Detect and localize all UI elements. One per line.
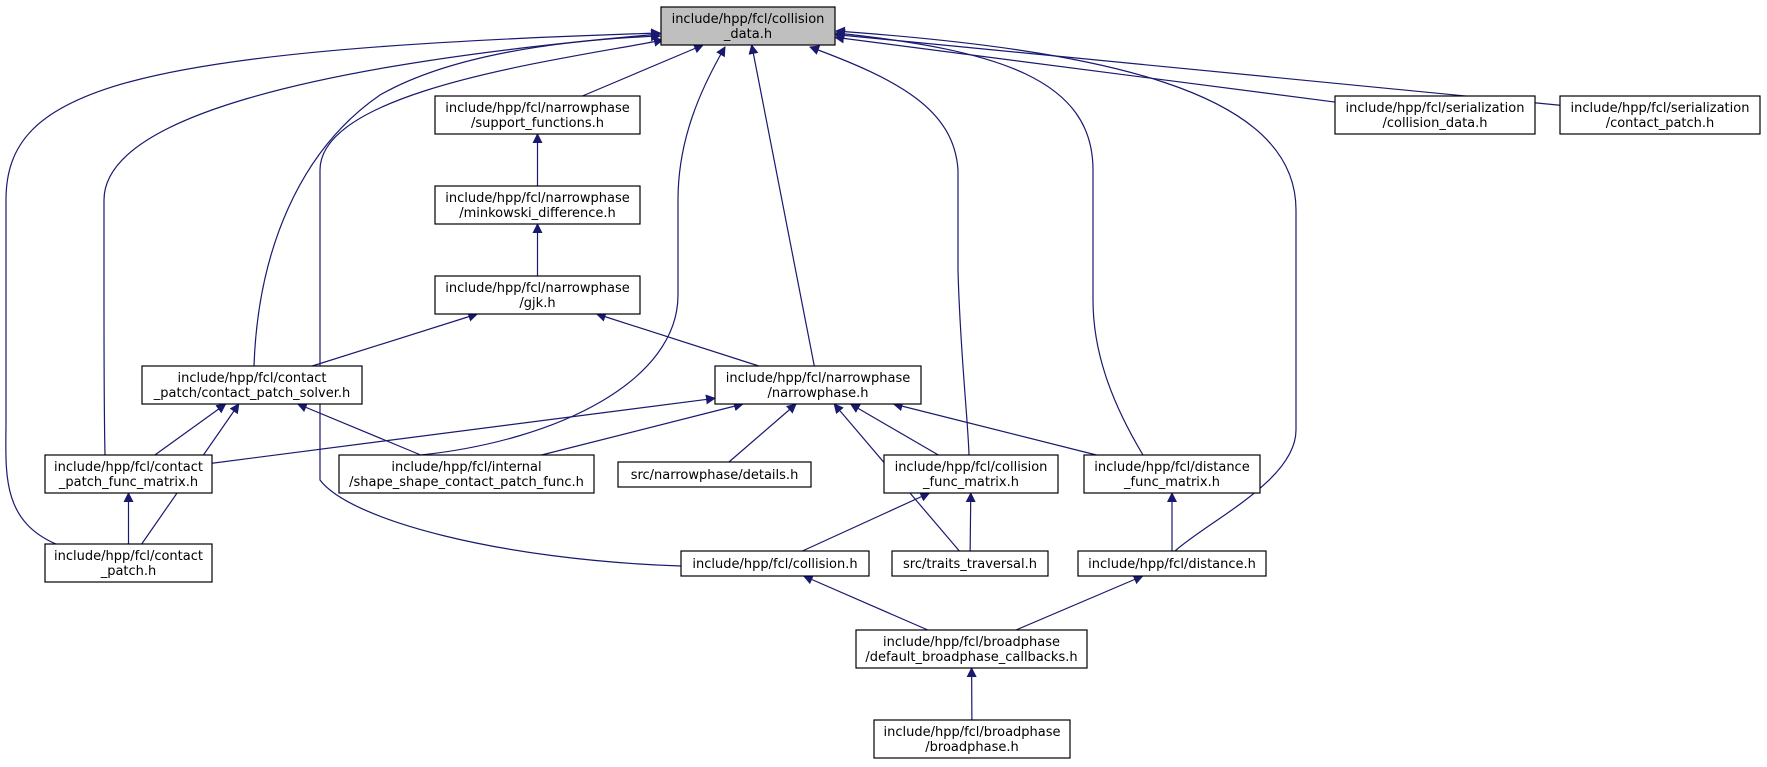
node-label-line: /support_functions.h (471, 116, 604, 131)
node-box[interactable] (891, 550, 1049, 577)
node-box[interactable] (883, 454, 1059, 494)
node-label-line: _data.h (723, 27, 772, 42)
node-cps[interactable]: include/hpp/fcl/contact_patch/contact_pa… (141, 365, 363, 405)
node-label-line: include/hpp/fcl/distance (1094, 460, 1249, 475)
node-cfm[interactable]: include/hpp/fcl/collision_func_matrix.h (883, 454, 1059, 494)
node-dfm[interactable]: include/hpp/fcl/distance_func_matrix.h (1083, 454, 1261, 494)
node-label-line: /contact_patch.h (1606, 116, 1715, 131)
node-box[interactable] (1083, 454, 1261, 494)
node-label-line: _patch/contact_patch_solver.h (153, 386, 351, 401)
node-box[interactable] (1077, 550, 1267, 577)
node-md[interactable]: include/hpp/fcl/narrowphase/minkowski_di… (434, 185, 641, 225)
edge-sscp-cps (296, 402, 421, 456)
edge-dfm-np (892, 401, 1097, 456)
node-box[interactable] (680, 550, 870, 577)
node-box[interactable] (660, 6, 836, 46)
node-label-line: include/hpp/fcl/collision.h (692, 557, 857, 572)
edge-np-gjk (595, 311, 759, 367)
node-label-line: /broadphase.h (925, 740, 1018, 755)
node-box[interactable] (434, 275, 641, 315)
node-scp[interactable]: include/hpp/fcl/serialization/contact_pa… (1559, 95, 1761, 135)
edge-dbc-dist (1015, 574, 1144, 631)
node-cd[interactable]: include/hpp/fcl/collision_data.h (660, 6, 836, 46)
node-label-line: _func_matrix.h (922, 475, 1019, 490)
edge-sscp-np (541, 401, 744, 456)
edge-col-cd (319, 36, 682, 567)
node-label-line: include/hpp/fcl/contact (178, 371, 327, 386)
node-label-line: include/hpp/fcl/narrowphase (445, 101, 630, 116)
node-box[interactable] (434, 185, 641, 225)
node-label-line: include/hpp/fcl/contact (54, 549, 203, 564)
node-label-line: src/traits_traversal.h (903, 557, 1037, 572)
node-label-line: include/hpp/fcl/serialization (1571, 101, 1750, 116)
node-box[interactable] (714, 365, 922, 405)
node-col[interactable]: include/hpp/fcl/collision.h (680, 550, 870, 577)
nodes-layer: include/hpp/fcl/collision_data.hinclude/… (44, 6, 1761, 759)
node-box[interactable] (855, 629, 1088, 669)
edge-tt-cfm (965, 492, 976, 552)
edge-cfm-cd (809, 45, 970, 456)
node-label-line: _func_matrix.h (1123, 475, 1220, 490)
node-box[interactable] (873, 719, 1071, 759)
node-label-line: include/hpp/fcl/broadphase (883, 635, 1060, 650)
node-tt[interactable]: src/traits_traversal.h (891, 550, 1049, 577)
edge-cpfm-cps (154, 403, 227, 456)
edge-cpfm-cd (103, 29, 661, 456)
edge-cps-gjk (312, 311, 479, 367)
edge-sf-cd (582, 43, 704, 97)
node-det[interactable]: src/narrowphase/details.h (617, 461, 812, 488)
edge-cfm-np (849, 403, 939, 456)
node-box[interactable] (1334, 95, 1536, 135)
node-dbc[interactable]: include/hpp/fcl/broadphase/default_broad… (855, 629, 1088, 669)
node-box[interactable] (617, 461, 812, 488)
edge-col-cfm (802, 492, 931, 552)
edge-dfm-cd (835, 28, 1144, 456)
node-label-line: include/hpp/fcl/contact (54, 460, 203, 475)
node-label-line: include/hpp/fcl/narrowphase (445, 191, 630, 206)
node-bp[interactable]: include/hpp/fcl/broadphase/broadphase.h (873, 719, 1071, 759)
edge-scp-cd (834, 30, 1561, 106)
node-label-line: /gjk.h (519, 296, 555, 311)
node-label-line: _patch_func_matrix.h (58, 475, 198, 490)
node-label-line: include/hpp/fcl/distance.h (1088, 557, 1256, 572)
node-label-line: /collision_data.h (1382, 116, 1487, 131)
edge-np-cd (748, 44, 815, 367)
node-cpfm[interactable]: include/hpp/fcl/contact_patch_func_matri… (44, 454, 213, 494)
node-label-line: /shape_shape_contact_patch_func.h (349, 475, 584, 490)
node-box[interactable] (141, 365, 363, 405)
node-cp[interactable]: include/hpp/fcl/contact_patch.h (44, 543, 213, 583)
node-box[interactable] (44, 454, 213, 494)
node-box[interactable] (44, 543, 213, 583)
node-label-line: _patch.h (100, 564, 157, 579)
edge-cpfm-np (211, 394, 716, 464)
edge-det-np (728, 403, 797, 463)
node-label-line: include/hpp/fcl/broadphase (883, 725, 1060, 740)
node-sf[interactable]: include/hpp/fcl/narrowphase/support_func… (434, 95, 641, 135)
node-label-line: /default_broadphase_callbacks.h (865, 650, 1077, 665)
node-label-line: include/hpp/fcl/narrowphase (445, 281, 630, 296)
node-box[interactable] (434, 95, 641, 135)
node-label-line: include/hpp/fcl/collision (895, 460, 1048, 475)
node-label-line: /minkowski_difference.h (459, 206, 616, 221)
node-box[interactable] (338, 454, 595, 494)
node-dist[interactable]: include/hpp/fcl/distance.h (1077, 550, 1267, 577)
node-scd[interactable]: include/hpp/fcl/serialization/collision_… (1334, 95, 1536, 135)
node-box[interactable] (1559, 95, 1761, 135)
node-label-line: include/hpp/fcl/serialization (1346, 101, 1525, 116)
node-label-line: /narrowphase.h (768, 386, 869, 401)
node-np[interactable]: include/hpp/fcl/narrowphase/narrowphase.… (714, 365, 922, 405)
node-sscp[interactable]: include/hpp/fcl/internal/shape_shape_con… (338, 454, 595, 494)
node-label-line: include/hpp/fcl/internal (391, 460, 541, 475)
edge-scd-cd (834, 33, 1336, 103)
node-label-line: include/hpp/fcl/collision (672, 12, 825, 27)
edge-cp-cd (5, 28, 661, 545)
edge-sscp-cd (420, 46, 726, 456)
node-label-line: src/narrowphase/details.h (631, 468, 799, 483)
edge-dbc-col (802, 575, 929, 631)
edge-dist-cd (835, 26, 1297, 552)
node-gjk[interactable]: include/hpp/fcl/narrowphase/gjk.h (434, 275, 641, 315)
node-label-line: include/hpp/fcl/narrowphase (726, 371, 911, 386)
